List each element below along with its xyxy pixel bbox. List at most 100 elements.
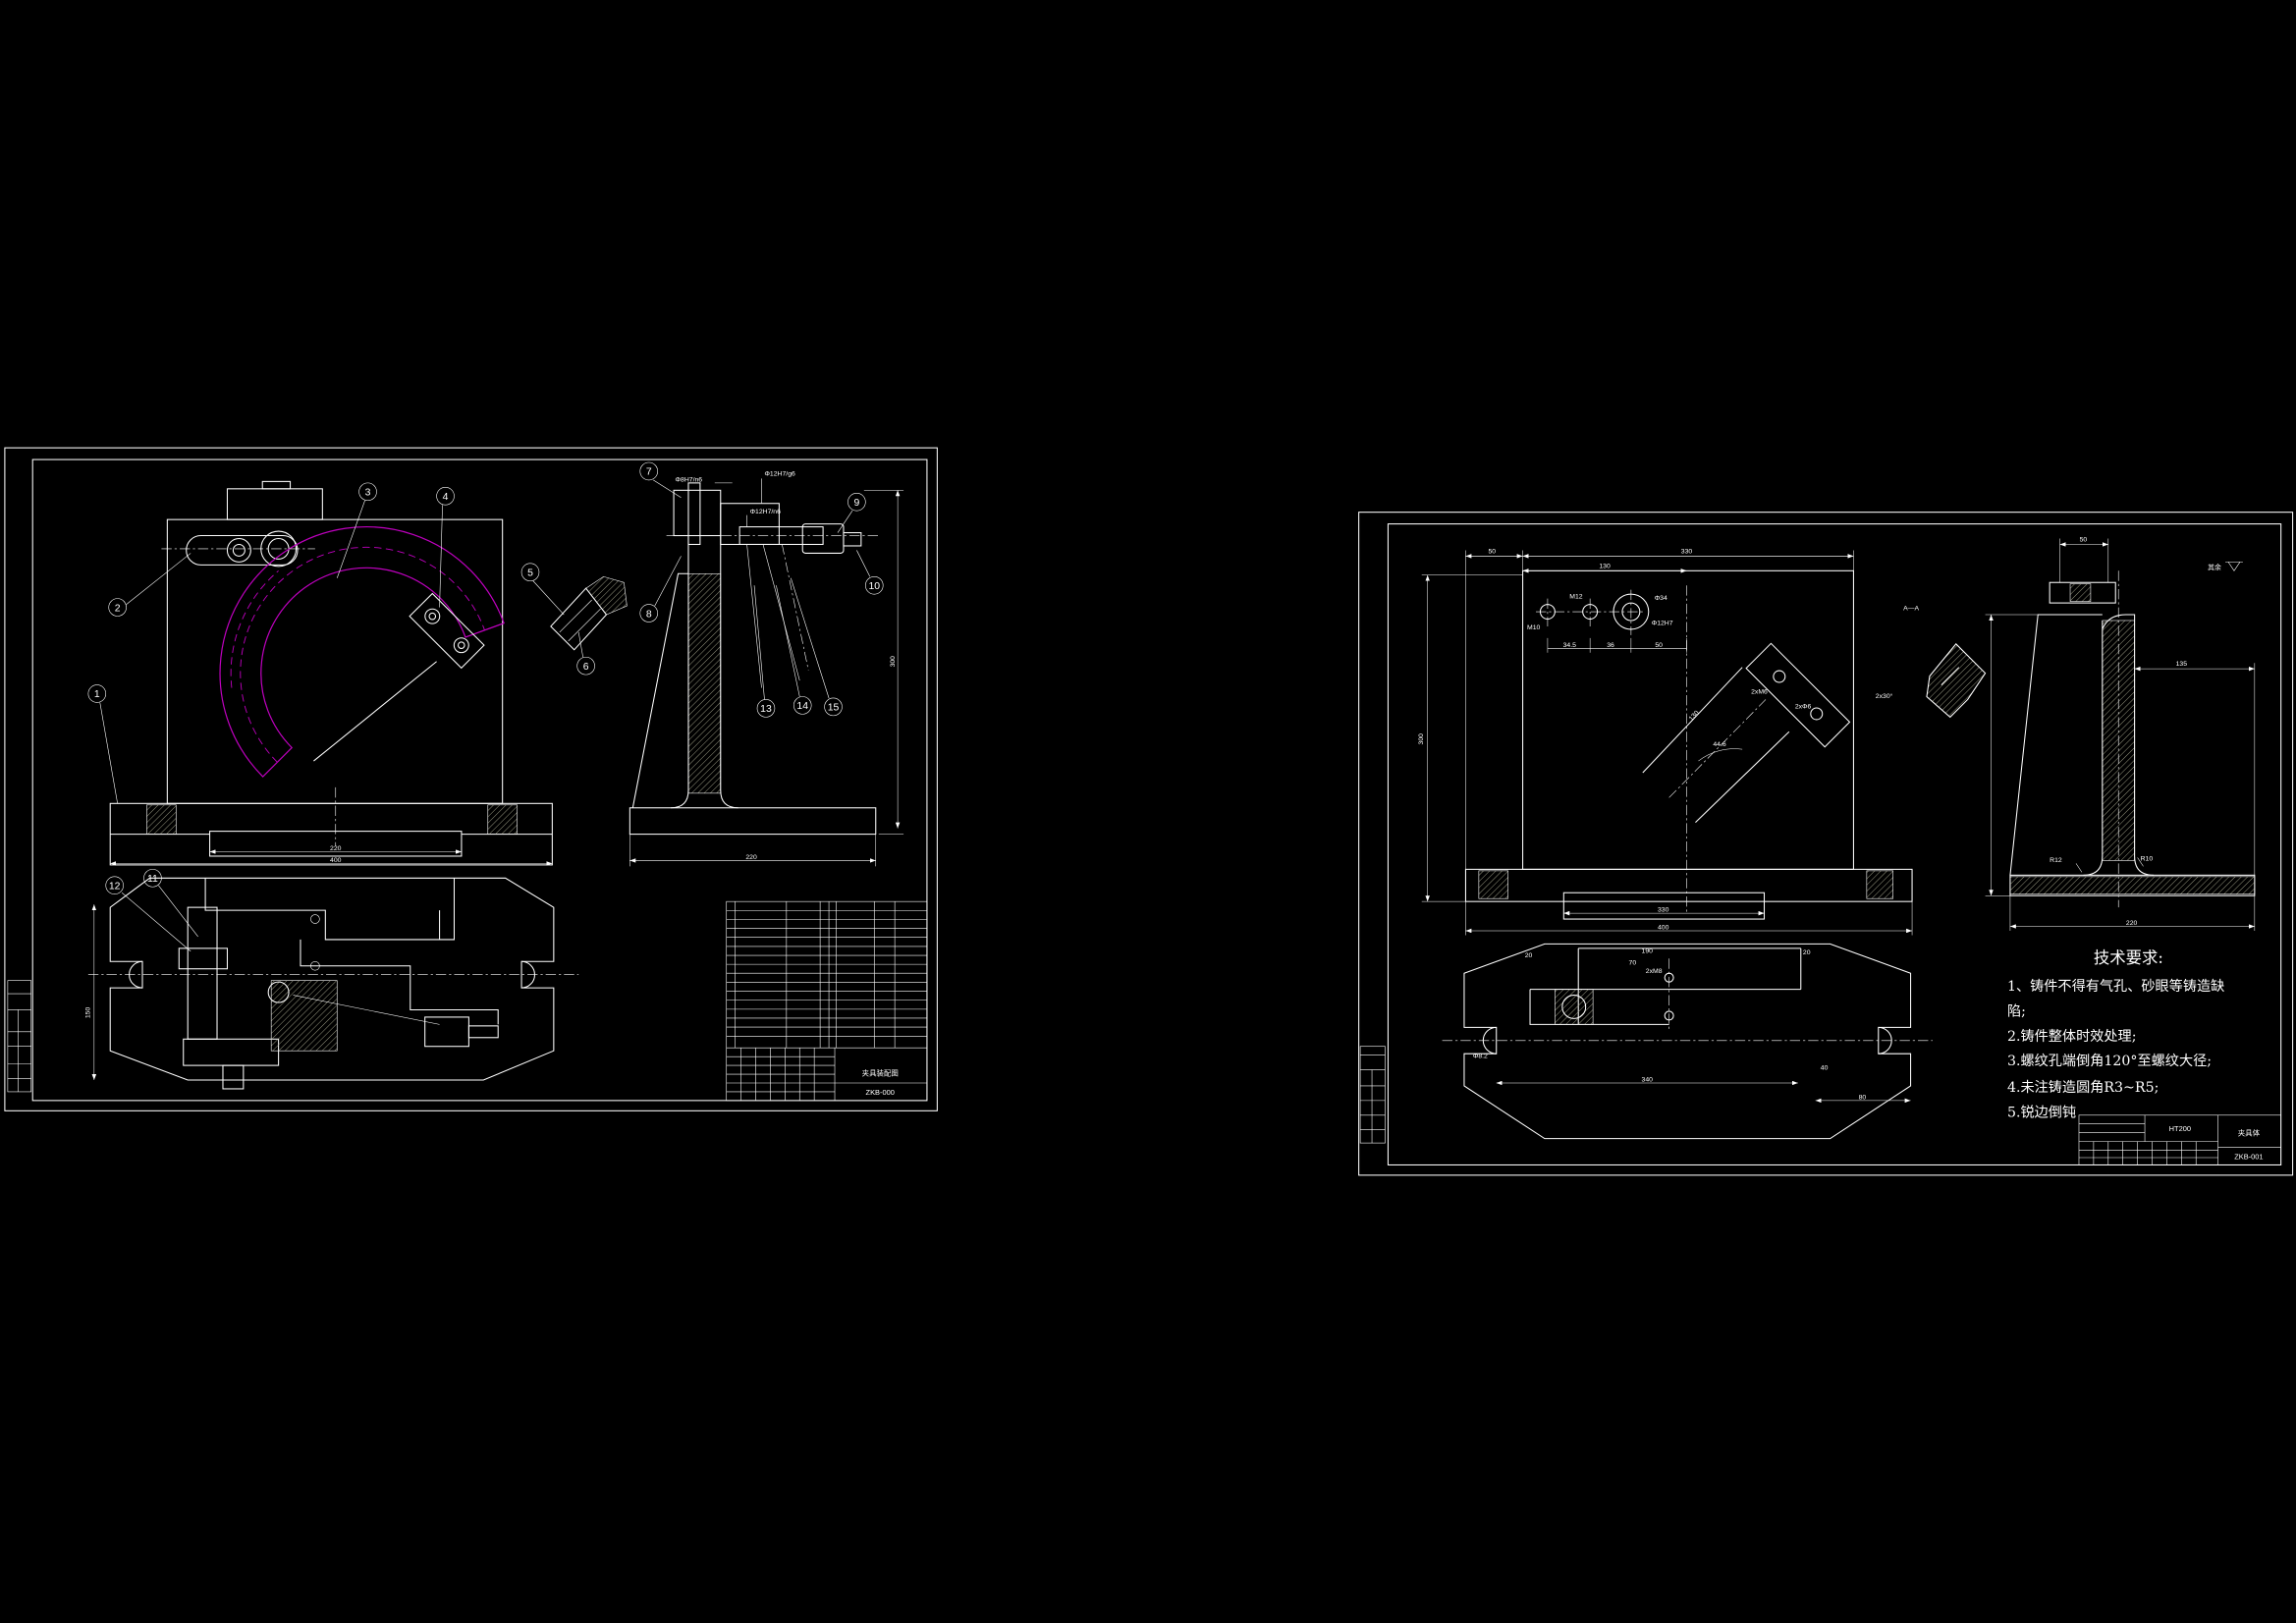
balloon-number: 12 bbox=[109, 881, 121, 892]
balloon-2: 2 bbox=[108, 598, 127, 617]
dim-slot-label: 220 bbox=[330, 845, 342, 852]
balloon-circle bbox=[576, 656, 595, 676]
plan-side-screw bbox=[467, 1025, 499, 1039]
balloon-number: 10 bbox=[868, 581, 880, 592]
balloon-number: 11 bbox=[147, 874, 158, 885]
balloon-15: 15 bbox=[824, 697, 843, 717]
plan-centerlines bbox=[1442, 958, 1933, 1042]
sheet-outer-border bbox=[4, 447, 938, 1111]
surface-note-label: 其余 bbox=[2208, 563, 2221, 571]
balloon-circle bbox=[108, 598, 127, 617]
tech-req-line: 4.未注铸造圆角R3~R5; bbox=[2007, 1080, 2159, 1096]
detail-inner-lines bbox=[559, 599, 601, 642]
part-title-block: HT200 夹具体 ZKB-001 bbox=[2078, 1114, 2281, 1165]
dim-plan-left-label: 20 bbox=[1525, 952, 1533, 959]
side-screw-tip bbox=[843, 532, 862, 547]
balloon-circle bbox=[520, 563, 540, 582]
base-section-right bbox=[1866, 870, 1893, 899]
plan-base-outline bbox=[1463, 943, 1912, 1140]
angled-clamp-screw-1 bbox=[424, 608, 441, 624]
balloon-9: 9 bbox=[847, 493, 866, 512]
dim-height-extensions bbox=[1421, 574, 1523, 902]
side-column-outline bbox=[2009, 614, 2154, 876]
balloon-number: 13 bbox=[760, 704, 772, 715]
dim-height-extensions bbox=[863, 490, 904, 835]
hole-m12-label: M12 bbox=[1569, 594, 1583, 601]
dim-height-label: 300 bbox=[890, 656, 897, 668]
dim-side-base-label: 220 bbox=[2126, 920, 2138, 927]
balloon-circle bbox=[358, 482, 377, 502]
tech-req-line: 1、铸件不得有气孔、砂眼等铸造缺 bbox=[2007, 978, 2224, 995]
workpiece-hidden-edge bbox=[230, 569, 279, 688]
dim-height-label: 300 bbox=[1418, 733, 1425, 745]
dim-side-base-extensions bbox=[2009, 895, 2256, 931]
angled-mount-hole-1 bbox=[1773, 670, 1786, 683]
side-column-section bbox=[687, 572, 722, 794]
balloon-leaders bbox=[99, 479, 871, 952]
angle-arc bbox=[1698, 748, 1743, 762]
section-chamfer-label: 2x30° bbox=[1876, 692, 1893, 700]
part-plan-view: 190 20 20 70 2xM8 340 80 40 Φ8.2 bbox=[1442, 943, 1933, 1140]
clamp-pivot-hole bbox=[232, 543, 246, 557]
dim-plan-chamfer-label: 40 bbox=[1821, 1065, 1829, 1072]
revision-strip-grid bbox=[1360, 1055, 1386, 1144]
plan-body-outline bbox=[1529, 947, 1802, 1025]
balloon-number: 5 bbox=[527, 568, 533, 579]
dim-x1-label: 34.5 bbox=[1563, 642, 1577, 649]
plan-slant-line bbox=[293, 995, 440, 1025]
part-drawing-sheet: 50 330 130 300 M10 M12 Φ34 Φ12H7 34.5 36… bbox=[1358, 512, 2294, 1176]
block-thread-label: 2xM6 bbox=[1751, 689, 1768, 696]
plan-section-pin bbox=[267, 981, 290, 1003]
balloon-3: 3 bbox=[358, 482, 377, 502]
part-name-label: 夹具体 bbox=[2238, 1128, 2261, 1138]
dim-base-extensions bbox=[1465, 901, 1913, 936]
dim-base-slot-label: 330 bbox=[1658, 907, 1669, 914]
side-centerlines bbox=[666, 535, 879, 671]
surface-finish-note: 其余 bbox=[2208, 562, 2243, 571]
balloon-4: 4 bbox=[436, 487, 455, 506]
revision-strip-frame bbox=[1359, 1046, 1386, 1144]
balloon-number: 6 bbox=[583, 662, 589, 673]
fillet-a-label: R10 bbox=[2141, 855, 2154, 862]
dim-side-top-label: 50 bbox=[2080, 536, 2088, 543]
technical-requirements: 技术要求: 1、铸件不得有气孔、砂眼等铸造缺 陷; 2.铸件整体时效处理; 3.… bbox=[2007, 948, 2224, 1121]
dim-side-height-extensions bbox=[1985, 614, 2039, 896]
support-rib-line bbox=[313, 661, 437, 762]
fillet-leaders bbox=[2075, 857, 2144, 873]
base-slot bbox=[1562, 892, 1766, 920]
section-detail-5-6 bbox=[550, 575, 628, 651]
balloon-14: 14 bbox=[793, 696, 812, 715]
title-block-frame bbox=[2078, 1114, 2281, 1165]
tech-req-line: 陷; bbox=[2007, 1003, 2026, 1019]
angled-clamp-screw-1-core bbox=[428, 612, 437, 621]
angled-face-centerline bbox=[1668, 699, 1767, 798]
angled-mount-block bbox=[1745, 642, 1851, 748]
balloon-number: 4 bbox=[443, 492, 449, 503]
bore-fit-label: Φ12H7 bbox=[1652, 620, 1673, 626]
plan-thread-label: 2xM8 bbox=[1646, 968, 1663, 975]
balloon-circle bbox=[105, 876, 124, 895]
dim-plan-width-label: 190 bbox=[1642, 947, 1654, 954]
plan-section-hatch bbox=[270, 980, 338, 1052]
fit-bush-top-label: Φ12H7/g6 bbox=[764, 470, 795, 477]
material-label: HT200 bbox=[2169, 1124, 2191, 1133]
slot-dia-label: Φ8.2 bbox=[1473, 1054, 1488, 1060]
balloon-circle bbox=[847, 493, 866, 512]
front-centerlines bbox=[161, 548, 337, 846]
plan-section-hatch bbox=[1555, 989, 1594, 1025]
balloon-number: 2 bbox=[115, 603, 121, 614]
part-balloons: 1 2 3 4 5 6 7 8 9 10 11 12 13 14 15 bbox=[87, 461, 884, 952]
plan-body-outline bbox=[204, 878, 456, 941]
fit-pin-label: Φ8H7/n6 bbox=[676, 476, 703, 483]
balloon-11: 11 bbox=[143, 869, 162, 888]
assembly-drawing-sheet: 220 400 300 220 Φ8H7/n6 Φ12H7/g6 Φ12 bbox=[4, 447, 938, 1111]
base-section-left bbox=[1478, 870, 1508, 899]
base-section-right bbox=[487, 804, 518, 835]
plan-clamp-nut bbox=[178, 947, 228, 970]
dim-hole-offset-label: 130 bbox=[1599, 563, 1611, 569]
title-block-grid bbox=[2078, 1114, 2281, 1165]
assembly-title-block-grid bbox=[726, 1048, 927, 1101]
revision-strip bbox=[1359, 1046, 1386, 1144]
